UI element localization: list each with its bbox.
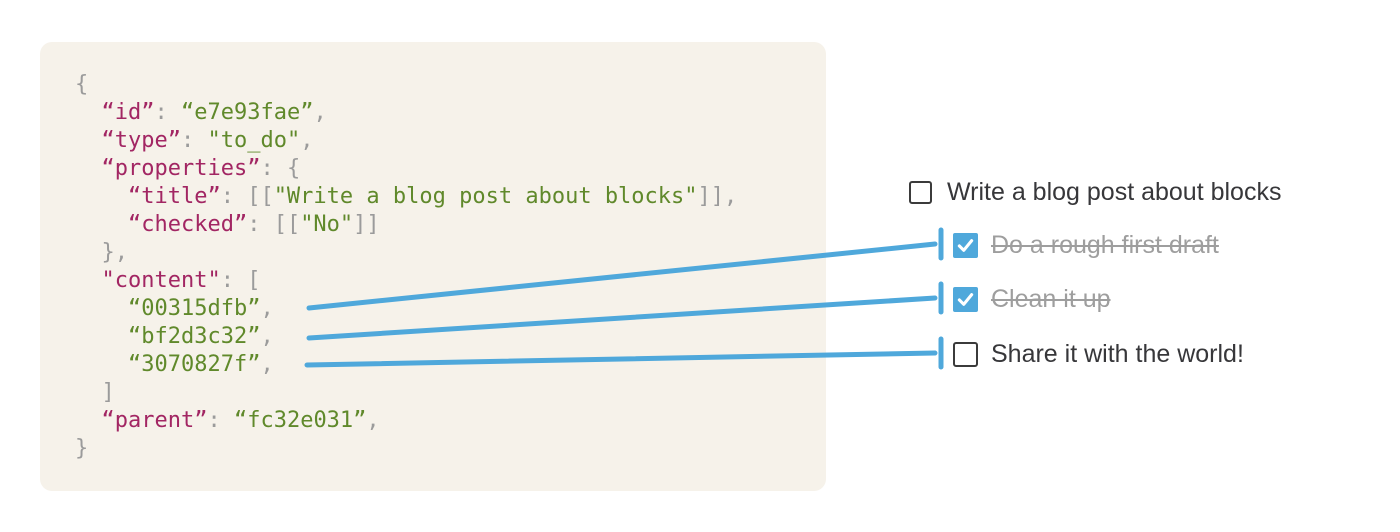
- code-line: "content": [: [75, 267, 806, 295]
- code-token-punct: ,: [313, 100, 327, 125]
- todo-item[interactable]: Write a blog post about blocks: [909, 178, 1281, 207]
- checkmark-icon: [957, 239, 974, 252]
- code-token-punct: ]]: [353, 212, 380, 237]
- code-line: “00315dfb”,: [75, 295, 806, 323]
- todo-item[interactable]: Clean it up: [953, 285, 1111, 314]
- code-token-key: “checked”: [127, 212, 248, 237]
- todo-label: Clean it up: [991, 285, 1111, 313]
- code-token-string: "Write a blog post about blocks": [273, 184, 698, 209]
- code-token-punct: ,: [260, 296, 274, 321]
- checkbox-checked[interactable]: [953, 287, 978, 312]
- todo-item[interactable]: Do a rough first draft: [953, 231, 1219, 260]
- code-token-key: “properties”: [101, 156, 261, 181]
- checkbox-unchecked[interactable]: [909, 181, 932, 204]
- code-line: “3070827f”,: [75, 351, 806, 379]
- code-block-text: { “id”: “e7e93fae”, “type”: "to_do", “pr…: [40, 42, 826, 463]
- code-token-punct: [75, 408, 102, 433]
- code-token-punct: ,: [366, 408, 380, 433]
- code-token-string: “fc32e031”: [233, 408, 367, 433]
- code-token-punct: : [[: [220, 184, 274, 209]
- code-token-punct: [75, 156, 102, 181]
- code-token-punct: [75, 296, 128, 321]
- code-token-punct: [75, 212, 128, 237]
- code-token-punct: }: [75, 436, 89, 461]
- code-token-punct: : {: [260, 156, 301, 181]
- checkbox-unchecked[interactable]: [953, 342, 978, 367]
- code-token-string: “00315dfb”: [127, 296, 261, 321]
- code-token-punct: :: [180, 128, 208, 153]
- code-token-punct: {: [75, 72, 89, 97]
- code-token-punct: },: [75, 240, 128, 265]
- code-token-string: "to_do": [207, 128, 301, 153]
- code-token-key: “type”: [101, 128, 181, 153]
- code-line: ]: [75, 379, 806, 407]
- code-line: {: [75, 71, 806, 99]
- todo-label: Share it with the world!: [991, 340, 1244, 368]
- code-token-punct: ]],: [697, 184, 738, 209]
- code-line: “checked”: [["No"]]: [75, 211, 806, 239]
- checkbox-checked[interactable]: [953, 233, 978, 258]
- code-token-key: “parent”: [101, 408, 208, 433]
- code-line: },: [75, 239, 806, 267]
- code-token-punct: [75, 324, 128, 349]
- code-token-string: “bf2d3c32”: [127, 324, 261, 349]
- code-token-punct: ]: [75, 380, 115, 405]
- code-token-string: "No": [300, 212, 354, 237]
- code-token-punct: ,: [260, 352, 274, 377]
- code-token-key: “title”: [127, 184, 221, 209]
- code-block-card: { “id”: “e7e93fae”, “type”: "to_do", “pr…: [40, 42, 826, 491]
- code-line: “id”: “e7e93fae”,: [75, 99, 806, 127]
- code-token-string: “e7e93fae”: [180, 100, 314, 125]
- code-token-punct: : [: [220, 268, 261, 293]
- code-token-string: “3070827f”: [127, 352, 261, 377]
- todo-label: Write a blog post about blocks: [947, 178, 1282, 206]
- code-token-punct: [75, 184, 128, 209]
- code-token-punct: [75, 352, 128, 377]
- checkmark-icon: [957, 293, 974, 306]
- code-token-punct: ,: [300, 128, 314, 153]
- code-token-punct: [75, 100, 102, 125]
- code-token-punct: [75, 128, 102, 153]
- code-token-key: "content": [101, 268, 221, 293]
- code-token-punct: :: [154, 100, 181, 125]
- code-line: }: [75, 435, 806, 463]
- code-line: “parent”: “fc32e031”,: [75, 407, 806, 435]
- code-line: “bf2d3c32”,: [75, 323, 806, 351]
- code-token-punct: : [[: [247, 212, 301, 237]
- code-line: “properties”: {: [75, 155, 806, 183]
- todo-label: Do a rough first draft: [991, 231, 1219, 259]
- code-token-punct: :: [207, 408, 234, 433]
- code-token-key: “id”: [101, 100, 155, 125]
- todo-item[interactable]: Share it with the world!: [953, 340, 1244, 369]
- code-line: “type”: "to_do",: [75, 127, 806, 155]
- code-line: “title”: [["Write a blog post about bloc…: [75, 183, 806, 211]
- code-token-punct: [75, 268, 102, 293]
- code-token-punct: ,: [260, 324, 274, 349]
